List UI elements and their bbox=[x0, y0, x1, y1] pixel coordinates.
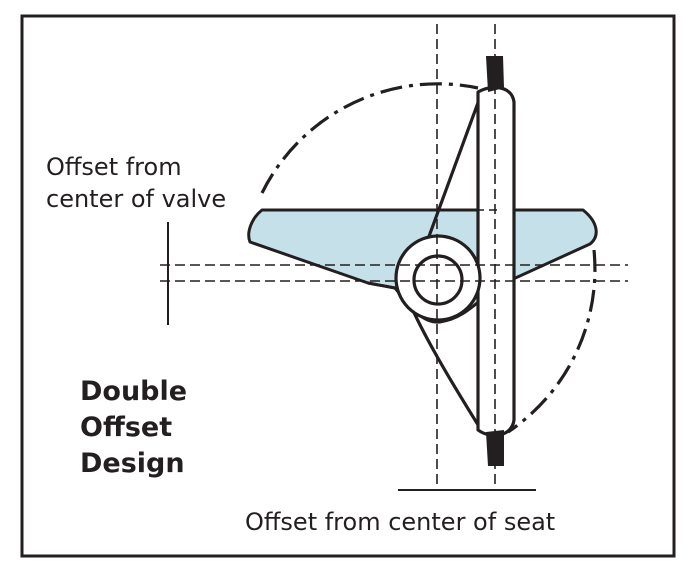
design-title-line3: Design bbox=[80, 448, 185, 479]
seat-ring bbox=[476, 85, 516, 438]
disc-lower-edge bbox=[367, 281, 396, 290]
offset-seat-label: Offset from center of seat bbox=[245, 508, 555, 536]
diagram-frame bbox=[20, 14, 676, 558]
shaft-circle bbox=[412, 254, 464, 306]
rotation-arc bbox=[260, 82, 597, 434]
design-title-line1: Double bbox=[80, 376, 187, 407]
offset-valve-label-line2: center of valve bbox=[46, 185, 226, 213]
design-title-line2: Offset bbox=[80, 412, 172, 443]
offset-valve-label-line1: Offset from bbox=[46, 153, 182, 181]
